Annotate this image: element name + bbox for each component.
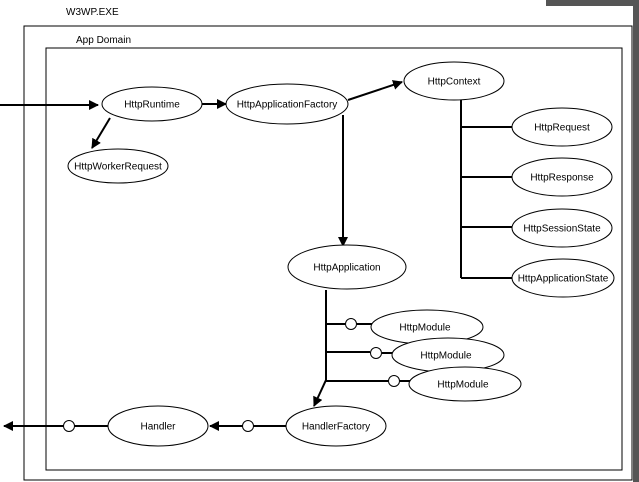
- module-3-connector: [388, 375, 400, 387]
- node-http-module-3-label: HttpModule: [437, 380, 489, 391]
- node-http-application: HttpApplication: [287, 244, 407, 290]
- node-http-application-state: HttpApplicationState: [511, 258, 615, 298]
- node-http-runtime: HttpRuntime: [101, 86, 203, 122]
- node-http-context-label: HttpContext: [428, 77, 481, 88]
- process-label: W3WP.EXE: [66, 7, 119, 18]
- node-http-module-1-label: HttpModule: [399, 323, 451, 334]
- node-http-application-label: HttpApplication: [313, 263, 380, 274]
- module-1-connector: [345, 318, 357, 330]
- node-http-module-2-label: HttpModule: [420, 351, 472, 362]
- edge-application-to-handler-factory: [313, 379, 327, 407]
- window-shadow-right: [633, 0, 639, 482]
- app-domain-box: [45, 47, 623, 471]
- handler-output-connector: [63, 420, 75, 432]
- node-http-application-factory: HttpApplicationFactory: [225, 83, 349, 125]
- node-http-module-3: HttpModule: [408, 366, 522, 402]
- handler-factory-connector: [242, 420, 254, 432]
- node-http-session-state-label: HttpSessionState: [523, 224, 601, 235]
- node-http-worker-request: HttpWorkerRequest: [67, 148, 169, 184]
- node-http-worker-request-label: HttpWorkerRequest: [74, 162, 162, 173]
- node-http-context: HttpContext: [403, 61, 505, 101]
- node-handler: Handler: [107, 405, 209, 447]
- node-http-response-label: HttpResponse: [530, 173, 594, 184]
- node-handler-factory-label: HandlerFactory: [302, 422, 370, 433]
- process-box: [23, 25, 633, 481]
- node-http-response: HttpResponse: [511, 157, 613, 197]
- window-shadow-top: [546, 0, 639, 6]
- module-2-connector: [370, 347, 382, 359]
- node-handler-factory: HandlerFactory: [285, 405, 387, 447]
- app-domain-label: App Domain: [76, 35, 131, 46]
- node-http-session-state: HttpSessionState: [511, 208, 613, 248]
- node-http-request: HttpRequest: [511, 107, 613, 147]
- node-http-module-2: HttpModule: [391, 337, 505, 373]
- edge-runtime-to-worker-request: [91, 117, 111, 149]
- edge-app-factory-to-context: [347, 80, 403, 101]
- node-http-request-label: HttpRequest: [534, 123, 590, 134]
- node-handler-label: Handler: [140, 422, 176, 433]
- node-http-application-factory-label: HttpApplicationFactory: [237, 100, 338, 111]
- node-http-application-state-label: HttpApplicationState: [518, 274, 609, 285]
- node-http-runtime-label: HttpRuntime: [124, 100, 180, 111]
